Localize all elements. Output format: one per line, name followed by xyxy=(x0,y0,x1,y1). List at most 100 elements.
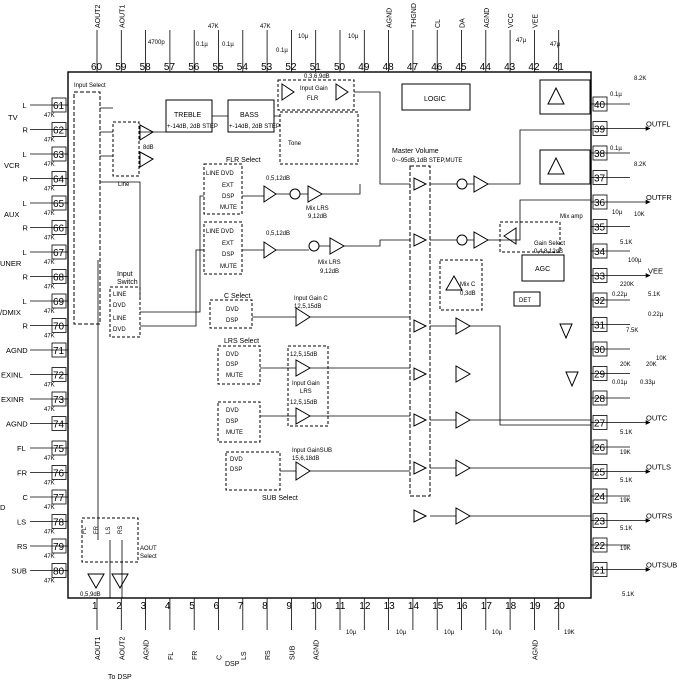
component-value: 5.1K xyxy=(620,526,632,532)
left-pin-label: FR xyxy=(17,469,28,478)
right-pin-number: 29 xyxy=(594,370,606,381)
right-pin-number: 36 xyxy=(594,198,606,209)
bottom-pin-number: 20 xyxy=(554,601,566,612)
left-pin-number: 76 xyxy=(53,469,65,480)
flr-sel1-dsp: DSP xyxy=(222,194,234,200)
right-pin-box xyxy=(592,562,608,577)
ref-amp-1 xyxy=(559,323,573,340)
left-pin-label: L xyxy=(23,248,27,257)
top-pin-label: VCC xyxy=(508,13,515,28)
right-pin-number: 39 xyxy=(594,125,606,136)
right-pin-number: 25 xyxy=(594,468,606,479)
left-pin-box xyxy=(51,489,67,505)
bottom-pin-number: 13 xyxy=(384,601,396,612)
right-pin-box xyxy=(592,292,608,308)
component-value: 5.1K xyxy=(620,240,632,246)
to-dsp-label: To DSP xyxy=(108,674,132,681)
top-pin-label: AGND xyxy=(387,8,394,28)
component-value: 0.1µ xyxy=(610,146,622,152)
right-pin-box xyxy=(592,464,608,479)
bottom-pin-number: 9 xyxy=(286,601,292,612)
bass-label: BASS xyxy=(240,112,259,119)
right-pin-box xyxy=(592,243,608,259)
left-pin-box xyxy=(51,220,67,235)
component-value: 19K xyxy=(620,498,631,504)
mix-lrs-gain-1: 9,12dB xyxy=(308,214,327,220)
out-amp-c-2 xyxy=(455,365,472,383)
input-gain-c-label: Input Gain C xyxy=(294,296,328,302)
left-pin-number: 79 xyxy=(53,542,65,553)
left-pin-label: R xyxy=(23,175,29,184)
left-pin-resistor: 47K xyxy=(44,211,55,217)
lrs-select-label: LRS Select xyxy=(224,338,259,345)
component-value: 4700p xyxy=(148,40,165,46)
bottom-pin-number: 14 xyxy=(408,601,420,612)
bottom-pin-number: 11 xyxy=(335,601,346,612)
top-pin-number: 44 xyxy=(480,62,492,73)
summer-2 xyxy=(308,240,320,252)
left-pin-label: R xyxy=(23,322,29,331)
left-pin-box xyxy=(51,367,67,382)
component-value: 0.01µ xyxy=(612,380,628,386)
aout-select-label-1: AOUT xyxy=(140,546,157,552)
component-value: 47K xyxy=(260,24,271,30)
top-pin-number: 52 xyxy=(285,62,297,73)
left-pin-number: 67 xyxy=(53,248,65,259)
right-pin-box xyxy=(592,390,608,406)
tone-switch-block xyxy=(279,111,359,165)
master-volume-label: Master Volume xyxy=(392,148,439,155)
left-pin-resistor: 47K xyxy=(44,505,55,511)
component-value: 0.1µ xyxy=(276,48,288,54)
mix-lrs-label-1: Mix LRS xyxy=(306,206,329,212)
out-amp-c-1 xyxy=(455,317,472,335)
component-value: 10µ xyxy=(612,210,623,216)
gain-8db-label: 8dB xyxy=(143,145,154,151)
component-value: 47µ xyxy=(550,42,561,48)
aout-fl: FL xyxy=(82,526,88,534)
bottom-pin-label: AOUT1 xyxy=(95,637,102,660)
line-label: Line xyxy=(118,182,130,188)
left-pin-label: AGND xyxy=(6,420,28,429)
out-amp-sub xyxy=(455,507,472,525)
top-pin-label: CL xyxy=(435,19,442,28)
component-value: 7.5K xyxy=(626,328,638,334)
chip-outline xyxy=(67,71,592,599)
left-pin-box xyxy=(51,293,67,309)
left-pin-box xyxy=(51,514,67,529)
master-volume-amps xyxy=(413,177,428,523)
left-pin-number: 64 xyxy=(53,175,65,186)
line-amp-triangle-1 xyxy=(139,124,155,141)
top-pin-number: 56 xyxy=(188,62,200,73)
right-pin-box xyxy=(592,488,608,504)
left-pin-label: RS xyxy=(17,542,27,551)
left-pin-number: 61 xyxy=(53,101,65,112)
reg-block-2 xyxy=(539,149,591,185)
summer-fl xyxy=(456,178,468,190)
aout-amp-2 xyxy=(111,573,129,590)
left-pin-label: R xyxy=(23,224,29,233)
c-select-label: C Select xyxy=(224,293,251,300)
bottom-pin-number: 2 xyxy=(116,601,122,612)
bottom-pin-label: C xyxy=(217,655,224,660)
component-value: 8.2K xyxy=(634,162,646,168)
component-value: 10µ xyxy=(348,34,359,40)
top-pin-number: 49 xyxy=(358,62,370,73)
lrs-sel2-mute: MUTE xyxy=(226,430,243,436)
bottom-pin-number: 6 xyxy=(214,601,220,612)
right-pin-number: 21 xyxy=(594,566,606,577)
aout-rs: RS xyxy=(118,526,124,534)
group-label-uner: UNER xyxy=(0,259,22,268)
flr-sel2-mute: MUTE xyxy=(220,264,237,270)
bottom-pin-number: 5 xyxy=(189,601,195,612)
input-select-block xyxy=(73,91,101,325)
left-pin-box xyxy=(51,97,67,113)
right-pin-number: 31 xyxy=(594,321,606,332)
component-value: 10µ xyxy=(346,630,357,636)
master-volume-block xyxy=(409,165,431,497)
input-gain-lrs-sub: LRS xyxy=(300,389,312,395)
lrs-sel2-dsp: DSP xyxy=(226,419,238,425)
top-pin-number: 59 xyxy=(115,62,127,73)
top-pin-number: 43 xyxy=(504,62,516,73)
left-pin-label: EXINL xyxy=(1,371,23,380)
input-gain-flr-block xyxy=(277,79,355,111)
